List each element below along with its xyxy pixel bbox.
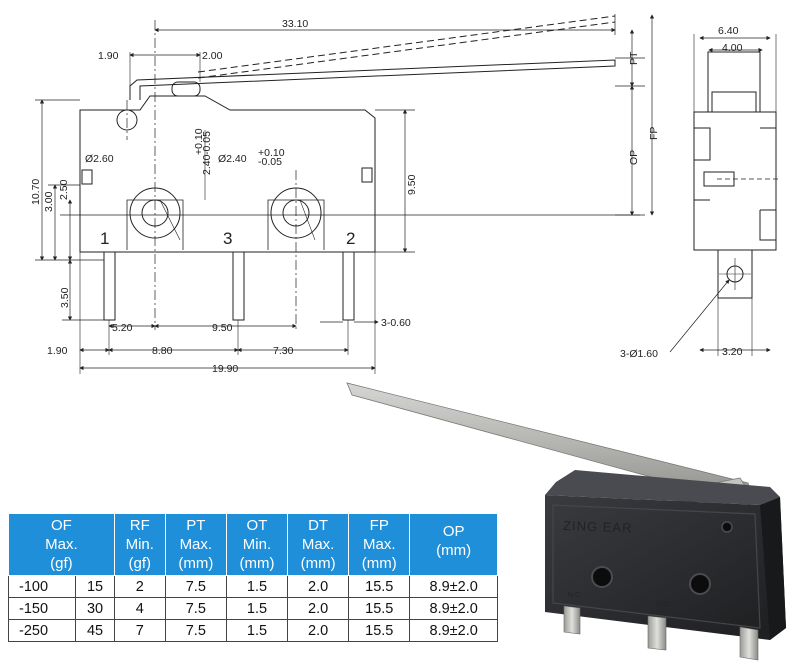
table-row: -150 30 4 7.5 1.5 2.0 15.5 8.9±2.0 [7,597,498,620]
cell-pt: 7.5 [164,619,227,642]
cell-op: 8.9±2.0 [409,619,498,642]
spec-table-header-row: OF Max. (gf) RF Min. (gf) PT Max. (mm) O… [8,513,498,576]
cell-of: 45 [75,619,115,642]
dim-lever-offset: 1.90 [98,50,119,62]
side-view [669,34,780,356]
dim-hole-left-dia: Ø2.60 [85,153,114,165]
cell-model: -250 [7,619,77,642]
header-pt: PT Max. (mm) [164,513,227,576]
cell-ot: 1.5 [225,575,289,598]
header-dt: DT Max. (mm) [287,513,350,576]
dim-hole-right-dia: Ø2.40 [218,153,247,165]
dim-side-width: 6.40 [718,25,739,37]
cell-fp: 15.5 [348,575,411,598]
front-view [35,14,655,374]
cell-rf: 4 [113,597,166,620]
cell-fp: 15.5 [348,619,411,642]
dim-pin-spacing-a: 5.20 [112,322,133,334]
cell-pt: 7.5 [164,575,227,598]
pin-label-3: 3 [223,229,232,248]
cell-of: 15 [75,575,115,598]
cell-ot: 1.5 [225,619,289,642]
dim-height-250: 2.50 [58,179,70,200]
dim-hole-mid-tol-minus: -0.05 [201,131,213,155]
pin-label-2: 2 [346,229,355,248]
dim-pin-spacing-b: 9.50 [212,322,233,334]
dim-fp: FP [648,127,660,140]
dim-overall-lever: 33.10 [282,18,308,30]
dim-terminal-hole: 3-Ø1.60 [620,348,658,360]
product-photo: ZING EAR N.C. N.O. C [346,382,786,661]
dim-overall-width: 19.90 [212,363,238,375]
dim-hole-right-tol-plus: +0.10 [258,147,285,159]
dim-bottom-left: 1.90 [47,345,68,357]
spec-table: OF Max. (gf) RF Min. (gf) PT Max. (mm) O… [7,513,498,642]
dim-hole-mid: 2.40 [201,154,213,175]
dim-body-height: 9.50 [406,174,418,195]
dim-lever-hole-gap: 2.00 [202,50,223,62]
brand-embossed-text: ZING EAR [563,518,633,535]
table-row: -100 15 2 7.5 1.5 2.0 15.5 8.9±2.0 [7,575,498,598]
cell-of: 30 [75,597,115,620]
pin-label-1: 1 [100,229,109,248]
cell-model: -100 [7,575,77,598]
front-view-labels: 33.10 1.90 2.00 Ø2.60 2.40 +0.10 -0.05 Ø… [30,18,660,375]
cell-rf: 2 [113,575,166,598]
header-fp: FP Max. (mm) [348,513,411,576]
cell-pt: 7.5 [164,597,227,620]
cell-dt: 2.0 [287,575,350,598]
dim-hole-mid-tol-plus: +0.10 [193,128,205,155]
dim-pt: PT [628,51,640,65]
terminal-marking-c: C [744,612,749,619]
dim-side-inner: 4.00 [722,42,743,54]
cell-rf: 7 [113,619,166,642]
cell-dt: 2.0 [287,619,350,642]
terminal-marking-nc: N.C. [568,592,582,599]
cell-fp: 15.5 [348,597,411,620]
cell-ot: 1.5 [225,597,289,620]
dim-terminal-width: 3.20 [722,346,743,358]
table-row: -250 45 7 7.5 1.5 2.0 15.5 8.9±2.0 [7,619,498,642]
cell-op: 8.9±2.0 [409,575,498,598]
dim-height-300: 3.00 [43,191,55,212]
cell-model: -150 [7,597,77,620]
cell-op: 8.9±2.0 [409,597,498,620]
dim-bottom-mid: 8.80 [152,345,173,357]
dim-op: OP [628,150,640,165]
side-view-labels: 6.40 4.00 3-Ø1.60 3.20 [620,25,743,360]
terminal-marking-no: N.O. [656,601,670,608]
dim-pin-width: 3-0.60 [381,317,411,329]
cell-dt: 2.0 [287,597,350,620]
header-of: OF Max. (gf) [8,513,115,576]
header-op: OP (mm) [409,513,498,576]
dim-pin-length: 3.50 [59,287,71,308]
dim-height-total: 10.70 [30,179,42,205]
dim-bottom-right: 7.30 [273,345,294,357]
header-rf: RF Min. (gf) [113,513,166,576]
dim-hole-right-tol-minus: -0.05 [258,156,282,168]
header-ot: OT Min. (mm) [225,513,289,576]
